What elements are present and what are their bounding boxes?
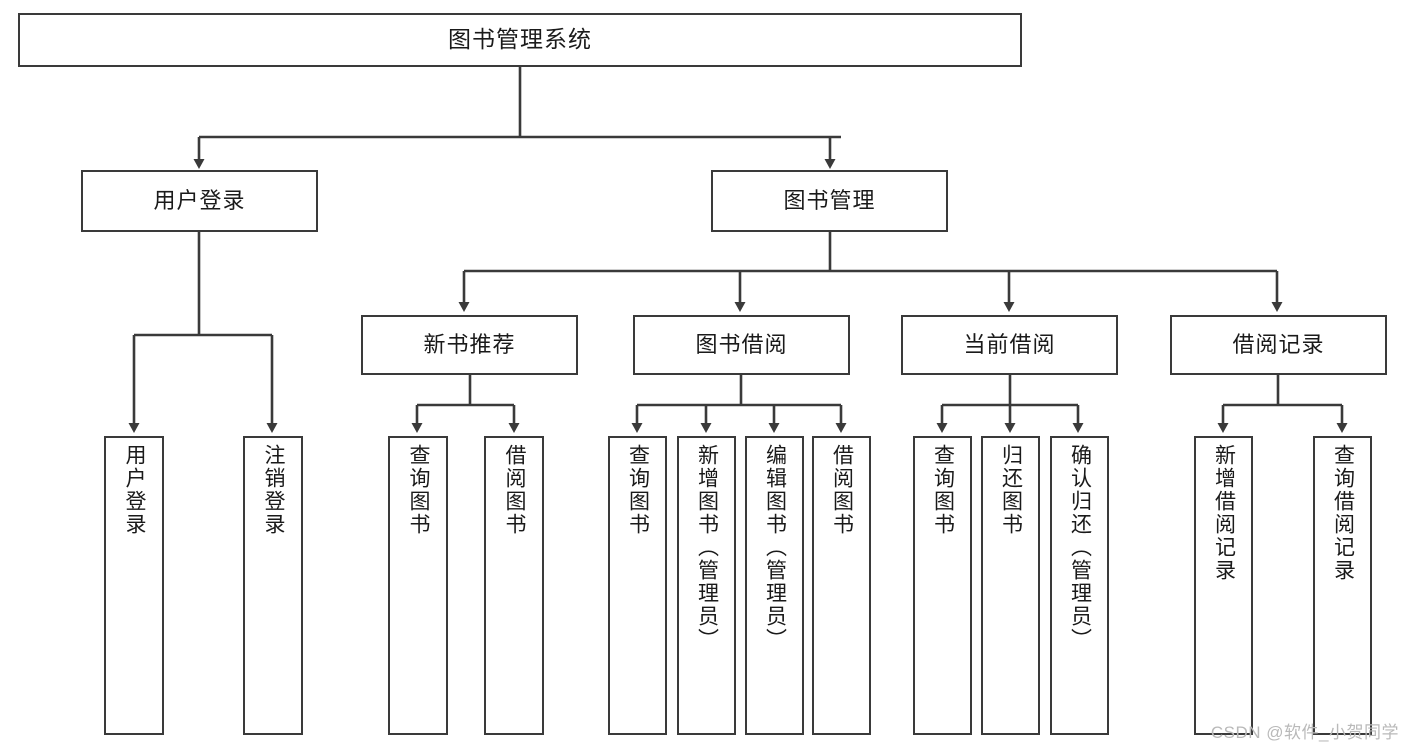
leaf-return-book[interactable]: 归还图书 bbox=[981, 436, 1040, 735]
node-label: 确认归还（管理员） bbox=[1068, 444, 1092, 651]
node-new-book-recommend[interactable]: 新书推荐 bbox=[361, 315, 578, 375]
leaf-edit-book-admin[interactable]: 编辑图书（管理员） bbox=[745, 436, 804, 735]
node-label: 归还图书 bbox=[999, 444, 1023, 536]
node-label: 查询图书 bbox=[407, 444, 430, 536]
leaf-query-book-current[interactable]: 查询图书 bbox=[913, 436, 972, 735]
node-label: 借阅图书 bbox=[503, 444, 526, 536]
node-label: 编辑图书（管理员） bbox=[763, 444, 787, 651]
leaf-query-book-recommend[interactable]: 查询图书 bbox=[388, 436, 448, 735]
node-label: 查询借阅记录 bbox=[1331, 444, 1355, 582]
node-book-management[interactable]: 图书管理 bbox=[711, 170, 948, 232]
leaf-query-borrow-record[interactable]: 查询借阅记录 bbox=[1313, 436, 1372, 735]
node-label: 查询图书 bbox=[931, 444, 955, 536]
node-label: 图书管理系统 bbox=[448, 26, 592, 53]
leaf-borrow-book[interactable]: 借阅图书 bbox=[812, 436, 871, 735]
node-borrow-records[interactable]: 借阅记录 bbox=[1170, 315, 1387, 375]
node-label: 当前借阅 bbox=[963, 331, 1056, 357]
leaf-confirm-return-admin[interactable]: 确认归还（管理员） bbox=[1050, 436, 1109, 735]
leaf-logout[interactable]: 注销登录 bbox=[243, 436, 303, 735]
leaf-add-borrow-record[interactable]: 新增借阅记录 bbox=[1194, 436, 1253, 735]
node-label: 查询图书 bbox=[626, 444, 650, 536]
node-label: 图书管理 bbox=[783, 187, 876, 213]
node-label: 用户登录 bbox=[153, 187, 246, 213]
node-book-borrow[interactable]: 图书借阅 bbox=[633, 315, 850, 375]
node-label: 新增图书（管理员） bbox=[695, 444, 719, 651]
watermark: CSDN @软件_小贺同学 bbox=[1210, 723, 1399, 742]
node-user-login[interactable]: 用户登录 bbox=[81, 170, 318, 232]
leaf-add-book-admin[interactable]: 新增图书（管理员） bbox=[677, 436, 736, 735]
node-root-system[interactable]: 图书管理系统 bbox=[18, 13, 1022, 67]
node-label: 新增借阅记录 bbox=[1212, 444, 1236, 582]
leaf-borrow-book-recommend[interactable]: 借阅图书 bbox=[484, 436, 544, 735]
node-current-borrow[interactable]: 当前借阅 bbox=[901, 315, 1118, 375]
node-label: 借阅记录 bbox=[1232, 331, 1325, 357]
node-label: 用户登录 bbox=[123, 444, 146, 536]
node-label: 图书借阅 bbox=[695, 331, 788, 357]
node-label: 新书推荐 bbox=[423, 331, 516, 357]
node-label: 注销登录 bbox=[262, 444, 285, 536]
leaf-user-login[interactable]: 用户登录 bbox=[104, 436, 164, 735]
node-label: 借阅图书 bbox=[830, 444, 854, 536]
leaf-query-book-borrow[interactable]: 查询图书 bbox=[608, 436, 667, 735]
